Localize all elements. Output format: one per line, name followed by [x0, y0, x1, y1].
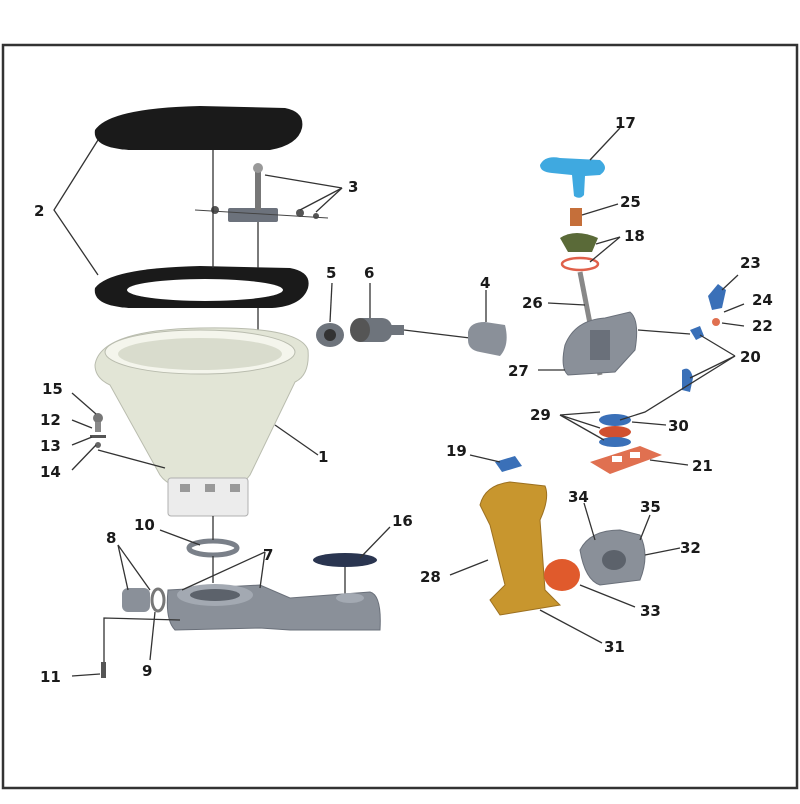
label-28: 28 [420, 568, 441, 586]
label-32: 32 [680, 539, 701, 557]
fitting-6 [350, 318, 404, 342]
guide-line [97, 449, 166, 469]
gasket-16 [313, 553, 377, 567]
toilet-base [166, 584, 381, 631]
pump-handle-17 [540, 157, 605, 198]
label-8: 8 [106, 529, 116, 547]
elbow-4 [468, 322, 507, 356]
label-19: 19 [446, 442, 467, 460]
ring-9 [150, 587, 166, 613]
o-ring-18 [560, 256, 600, 272]
pin-22 [712, 318, 720, 326]
valve-8 [122, 588, 150, 612]
guide-line [403, 329, 471, 339]
label-16: 16 [392, 512, 413, 530]
label-7: 7 [263, 546, 273, 564]
label-23: 23 [740, 254, 761, 272]
label-35: 35 [640, 498, 661, 516]
label-17: 17 [615, 114, 636, 132]
o-ring-10 [186, 538, 240, 558]
spring-25 [570, 208, 582, 226]
label-12: 12 [40, 411, 61, 429]
label-2: 2 [34, 202, 44, 220]
toilet-bowl [94, 327, 309, 517]
label-11: 11 [40, 668, 61, 686]
label-21: 21 [692, 457, 713, 475]
valve-base [599, 437, 631, 447]
clip-20a [690, 326, 704, 340]
leader-lines [53, 127, 745, 677]
label-24: 24 [752, 291, 773, 309]
clip-20b [682, 368, 693, 392]
seat-lid [94, 106, 303, 150]
pump-body-28 [479, 481, 562, 616]
label-18: 18 [624, 227, 645, 245]
label-31: 31 [604, 638, 625, 656]
gasket-21 [590, 446, 662, 474]
label-14: 14 [40, 463, 61, 481]
valve-19 [495, 456, 522, 472]
seat-ring-hole [127, 279, 283, 301]
fitting-5 [316, 323, 344, 347]
label-4: 4 [480, 274, 490, 292]
label-5: 5 [326, 264, 336, 282]
bolt-11 [101, 662, 106, 678]
label-10: 10 [134, 516, 155, 534]
label-20: 20 [740, 348, 761, 366]
label-13: 13 [40, 437, 61, 455]
label-15: 15 [42, 380, 63, 398]
lever-23 [708, 284, 726, 310]
valve-ring [599, 426, 631, 438]
seal-18 [560, 233, 598, 252]
label-3: 3 [348, 178, 358, 196]
label-1: 1 [318, 448, 328, 466]
bolt-set-left [90, 413, 106, 448]
flap-33 [544, 559, 580, 591]
label-27: 27 [508, 362, 529, 380]
label-6: 6 [364, 264, 374, 282]
label-30: 30 [668, 417, 689, 435]
label-26: 26 [522, 294, 543, 312]
label-9: 9 [142, 662, 152, 680]
valve-30 [599, 414, 631, 426]
label-25: 25 [620, 193, 641, 211]
label-34: 34 [568, 488, 589, 506]
label-29: 29 [530, 406, 551, 424]
label-33: 33 [640, 602, 661, 620]
label-22: 22 [752, 317, 773, 335]
guide-line [637, 329, 691, 335]
